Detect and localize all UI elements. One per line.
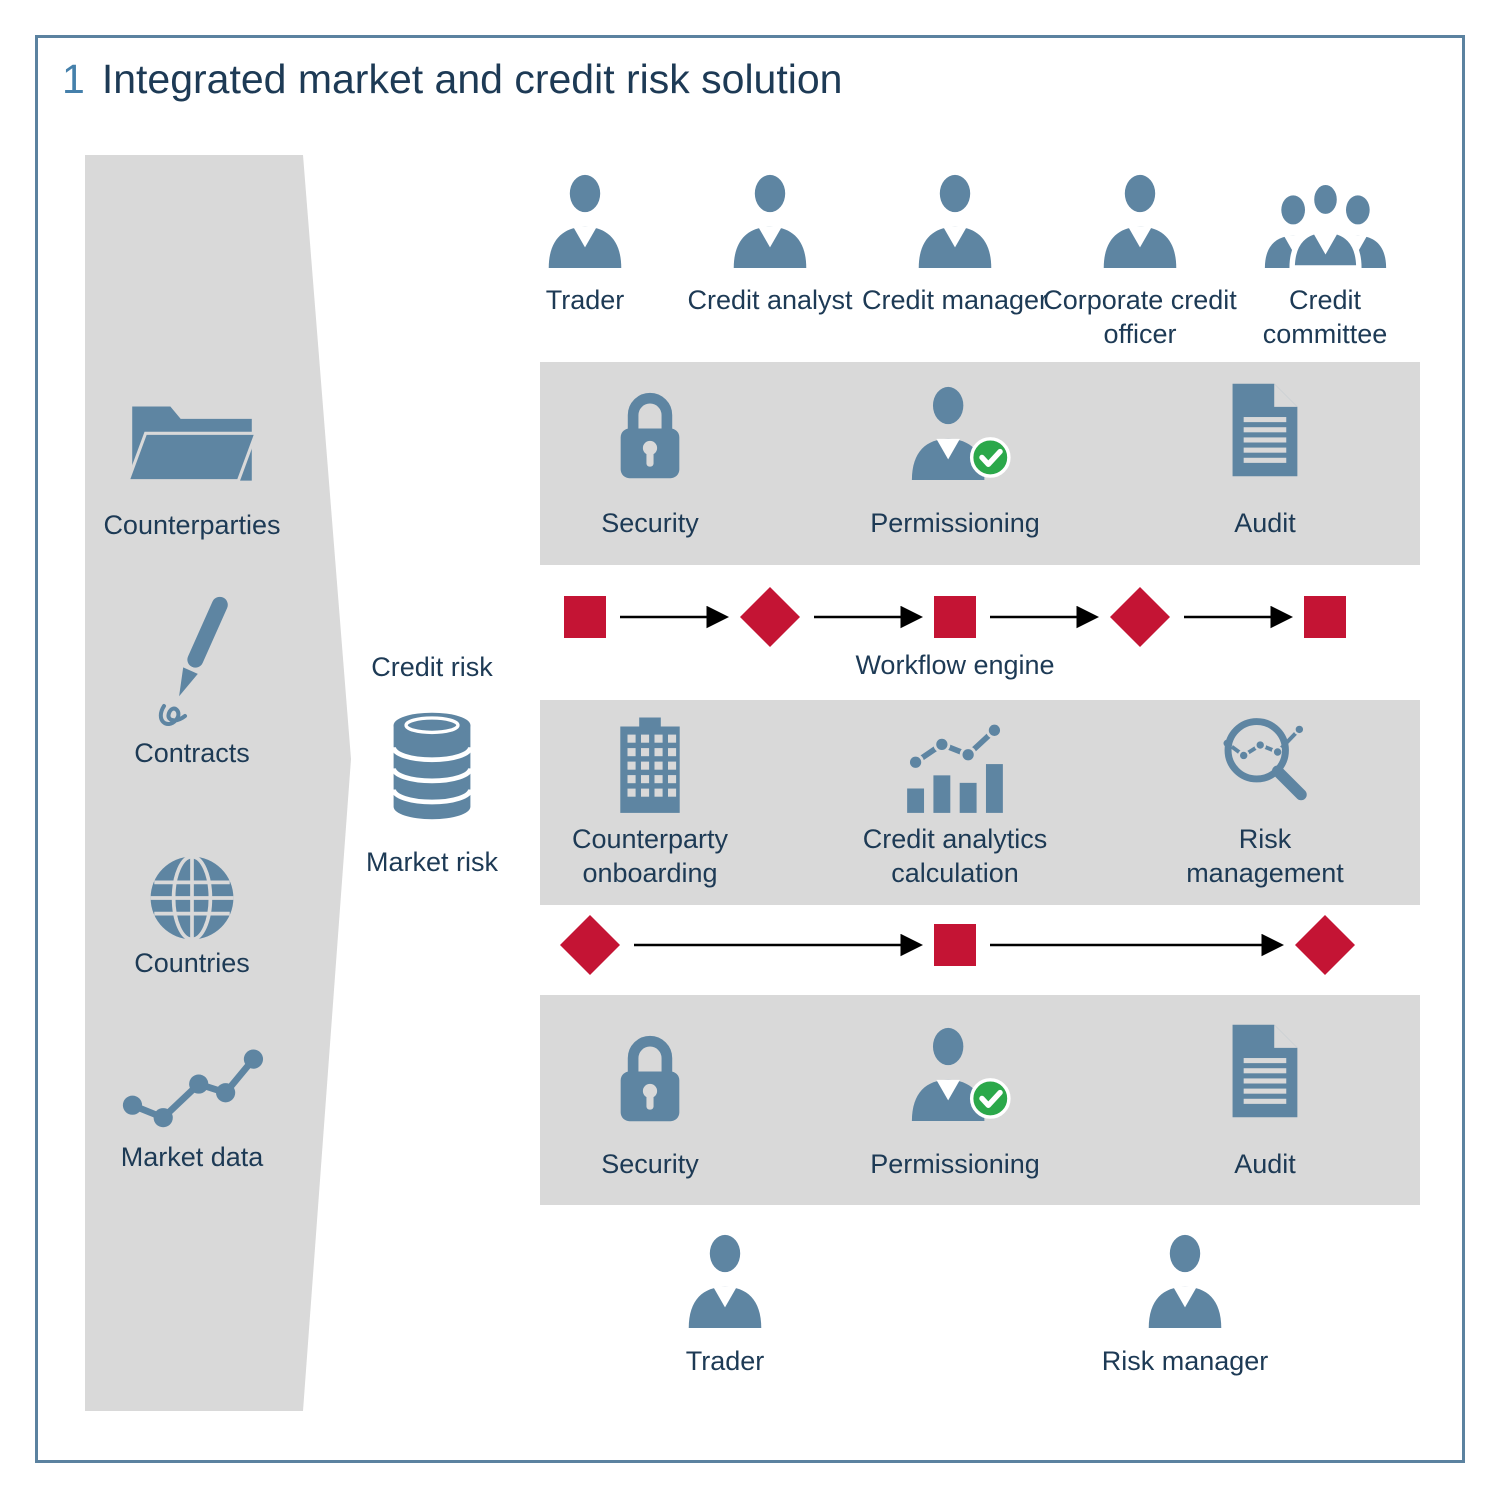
credit-risk-label: Credit risk: [371, 652, 493, 682]
audit-label: Audit: [1234, 1149, 1296, 1179]
person-icon: [733, 174, 807, 268]
security-label: Security: [601, 1149, 699, 1179]
workflow-row-bottom: [560, 915, 1355, 975]
actor-credit-committee-label: Credit committee: [1262, 285, 1388, 350]
credit-analytics-label: Credit analytics calculation: [862, 824, 1048, 889]
workflow-engine-label: Workflow engine: [855, 650, 1055, 680]
permissioning-label: Permissioning: [870, 1149, 1040, 1179]
workflow-step-square: [934, 596, 976, 638]
lock-icon: [610, 382, 690, 482]
document-icon: [1232, 383, 1298, 477]
folder-icon: [126, 404, 258, 483]
services-band: Counterparty onboarding Credit analytics…: [540, 700, 1420, 905]
security-label: Security: [601, 508, 699, 538]
actor-risk-manager-label: Risk manager: [1101, 1346, 1269, 1376]
person-icon: [918, 174, 992, 268]
building-icon: [620, 717, 680, 813]
workflow-step-diamond: [560, 915, 620, 975]
market-data-label: Market data: [120, 1142, 264, 1172]
counterparties-label: Counterparties: [103, 510, 281, 540]
workflow-step-square: [1304, 596, 1346, 638]
risk-search-icon: [1215, 712, 1315, 812]
person-icon: [548, 174, 622, 268]
workflow-step-diamond: [740, 587, 800, 647]
person-icon: [1148, 1234, 1222, 1328]
actor-trader-bottom-label: Trader: [685, 1346, 765, 1376]
database-icon: [384, 706, 480, 826]
figure-number: 1: [62, 56, 85, 102]
actor-credit-analyst-label: Credit analyst: [687, 285, 853, 315]
security-band-bottom: Security Permissioning Audit: [540, 995, 1420, 1205]
data-sources-panel: [85, 155, 351, 1411]
counterparty-onboarding-label: Counterparty onboarding: [571, 824, 729, 889]
actor-trader-label: Trader: [545, 285, 625, 315]
actor-corporate-credit-officer-label: Corporate credit officer: [1043, 285, 1237, 350]
person-check-icon: [899, 1023, 1012, 1121]
pen-icon: [158, 591, 234, 727]
analytics-icon: [894, 716, 1016, 815]
actor-credit-manager-label: Credit manager: [861, 285, 1049, 315]
workflow-step-square: [934, 924, 976, 966]
figure-border: [35, 35, 1465, 1463]
risk-management-label: Risk management: [1186, 824, 1344, 889]
figure-title: 1 Integrated market and credit risk solu…: [62, 56, 842, 103]
document-icon: [1232, 1024, 1298, 1118]
people-group-icon: [1252, 170, 1399, 268]
workflow-step-diamond: [1295, 915, 1355, 975]
person-icon: [688, 1234, 762, 1328]
permissioning-label: Permissioning: [870, 508, 1040, 538]
contracts-label: Contracts: [134, 738, 250, 768]
workflow-step-square: [564, 596, 606, 638]
lock-icon: [610, 1025, 690, 1125]
person-check-icon: [899, 382, 1012, 480]
market-data-icon: [120, 1038, 264, 1134]
countries-label: Countries: [134, 948, 250, 978]
globe-icon: [148, 854, 236, 942]
workflow-step-diamond: [1110, 587, 1170, 647]
market-risk-label: Market risk: [365, 847, 498, 877]
security-band-top: Security Permissioning Audit: [540, 362, 1420, 565]
workflow-row-top: [564, 587, 1346, 647]
figure-title-text: Integrated market and credit risk soluti…: [101, 56, 843, 102]
audit-label: Audit: [1234, 508, 1296, 538]
person-icon: [1103, 174, 1177, 268]
